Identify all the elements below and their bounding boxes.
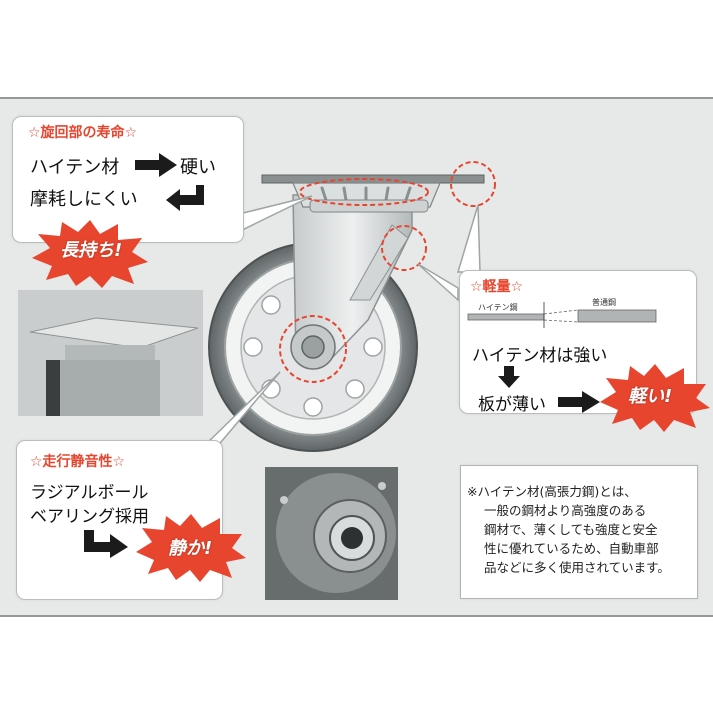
swivel-life-line1-b: 硬い	[180, 157, 216, 178]
return-arrow-icon	[166, 185, 204, 211]
note-line-3: 鋼材で、薄くしても強度と安全	[484, 522, 658, 537]
swivel-life-title: ☆旋回部の寿命☆	[28, 125, 138, 141]
light-badge: 軽い!	[628, 386, 673, 407]
note-line-1: ※ハイテン材(高張力鋼)とは、	[467, 484, 637, 499]
long-lasting-badge: 長持ち!	[60, 240, 123, 261]
swivel-life-line2: 摩耗しにくい	[30, 189, 138, 210]
right-arrow-icon	[135, 153, 177, 177]
note-line-4: 性に優れているため、自動車部	[484, 541, 659, 556]
note-line-2: 一般の鋼材より高強度のある	[484, 503, 647, 518]
light-weight-title: ☆軽量☆	[470, 279, 524, 295]
quiet-line1: ラジアルボール	[30, 483, 149, 503]
thickness-diagram	[467, 302, 657, 328]
quiet-badge: 静か!	[168, 538, 213, 559]
light-weight-line2: 板が薄い	[478, 395, 546, 415]
long-lasting-starburst	[32, 220, 148, 288]
down-arrow-icon	[498, 366, 520, 388]
swivel-life-line1-a: ハイテン材	[30, 157, 120, 178]
quiet-starburst	[136, 514, 246, 582]
note-line-5: 品などに多く使用されています。	[484, 560, 670, 575]
diagram-label-right: 普通鋼	[592, 298, 616, 307]
right-arrow-icon	[558, 391, 600, 413]
quiet-line2: ベアリング採用	[30, 507, 149, 527]
bent-arrow-icon	[84, 530, 128, 558]
quiet-title: ☆走行静音性☆	[30, 454, 126, 470]
light-weight-line1: ハイテン材は強い	[472, 346, 608, 366]
light-starburst	[600, 364, 710, 432]
note-box	[460, 465, 698, 599]
diagram-label-left: ハイテン鋼	[478, 303, 518, 312]
